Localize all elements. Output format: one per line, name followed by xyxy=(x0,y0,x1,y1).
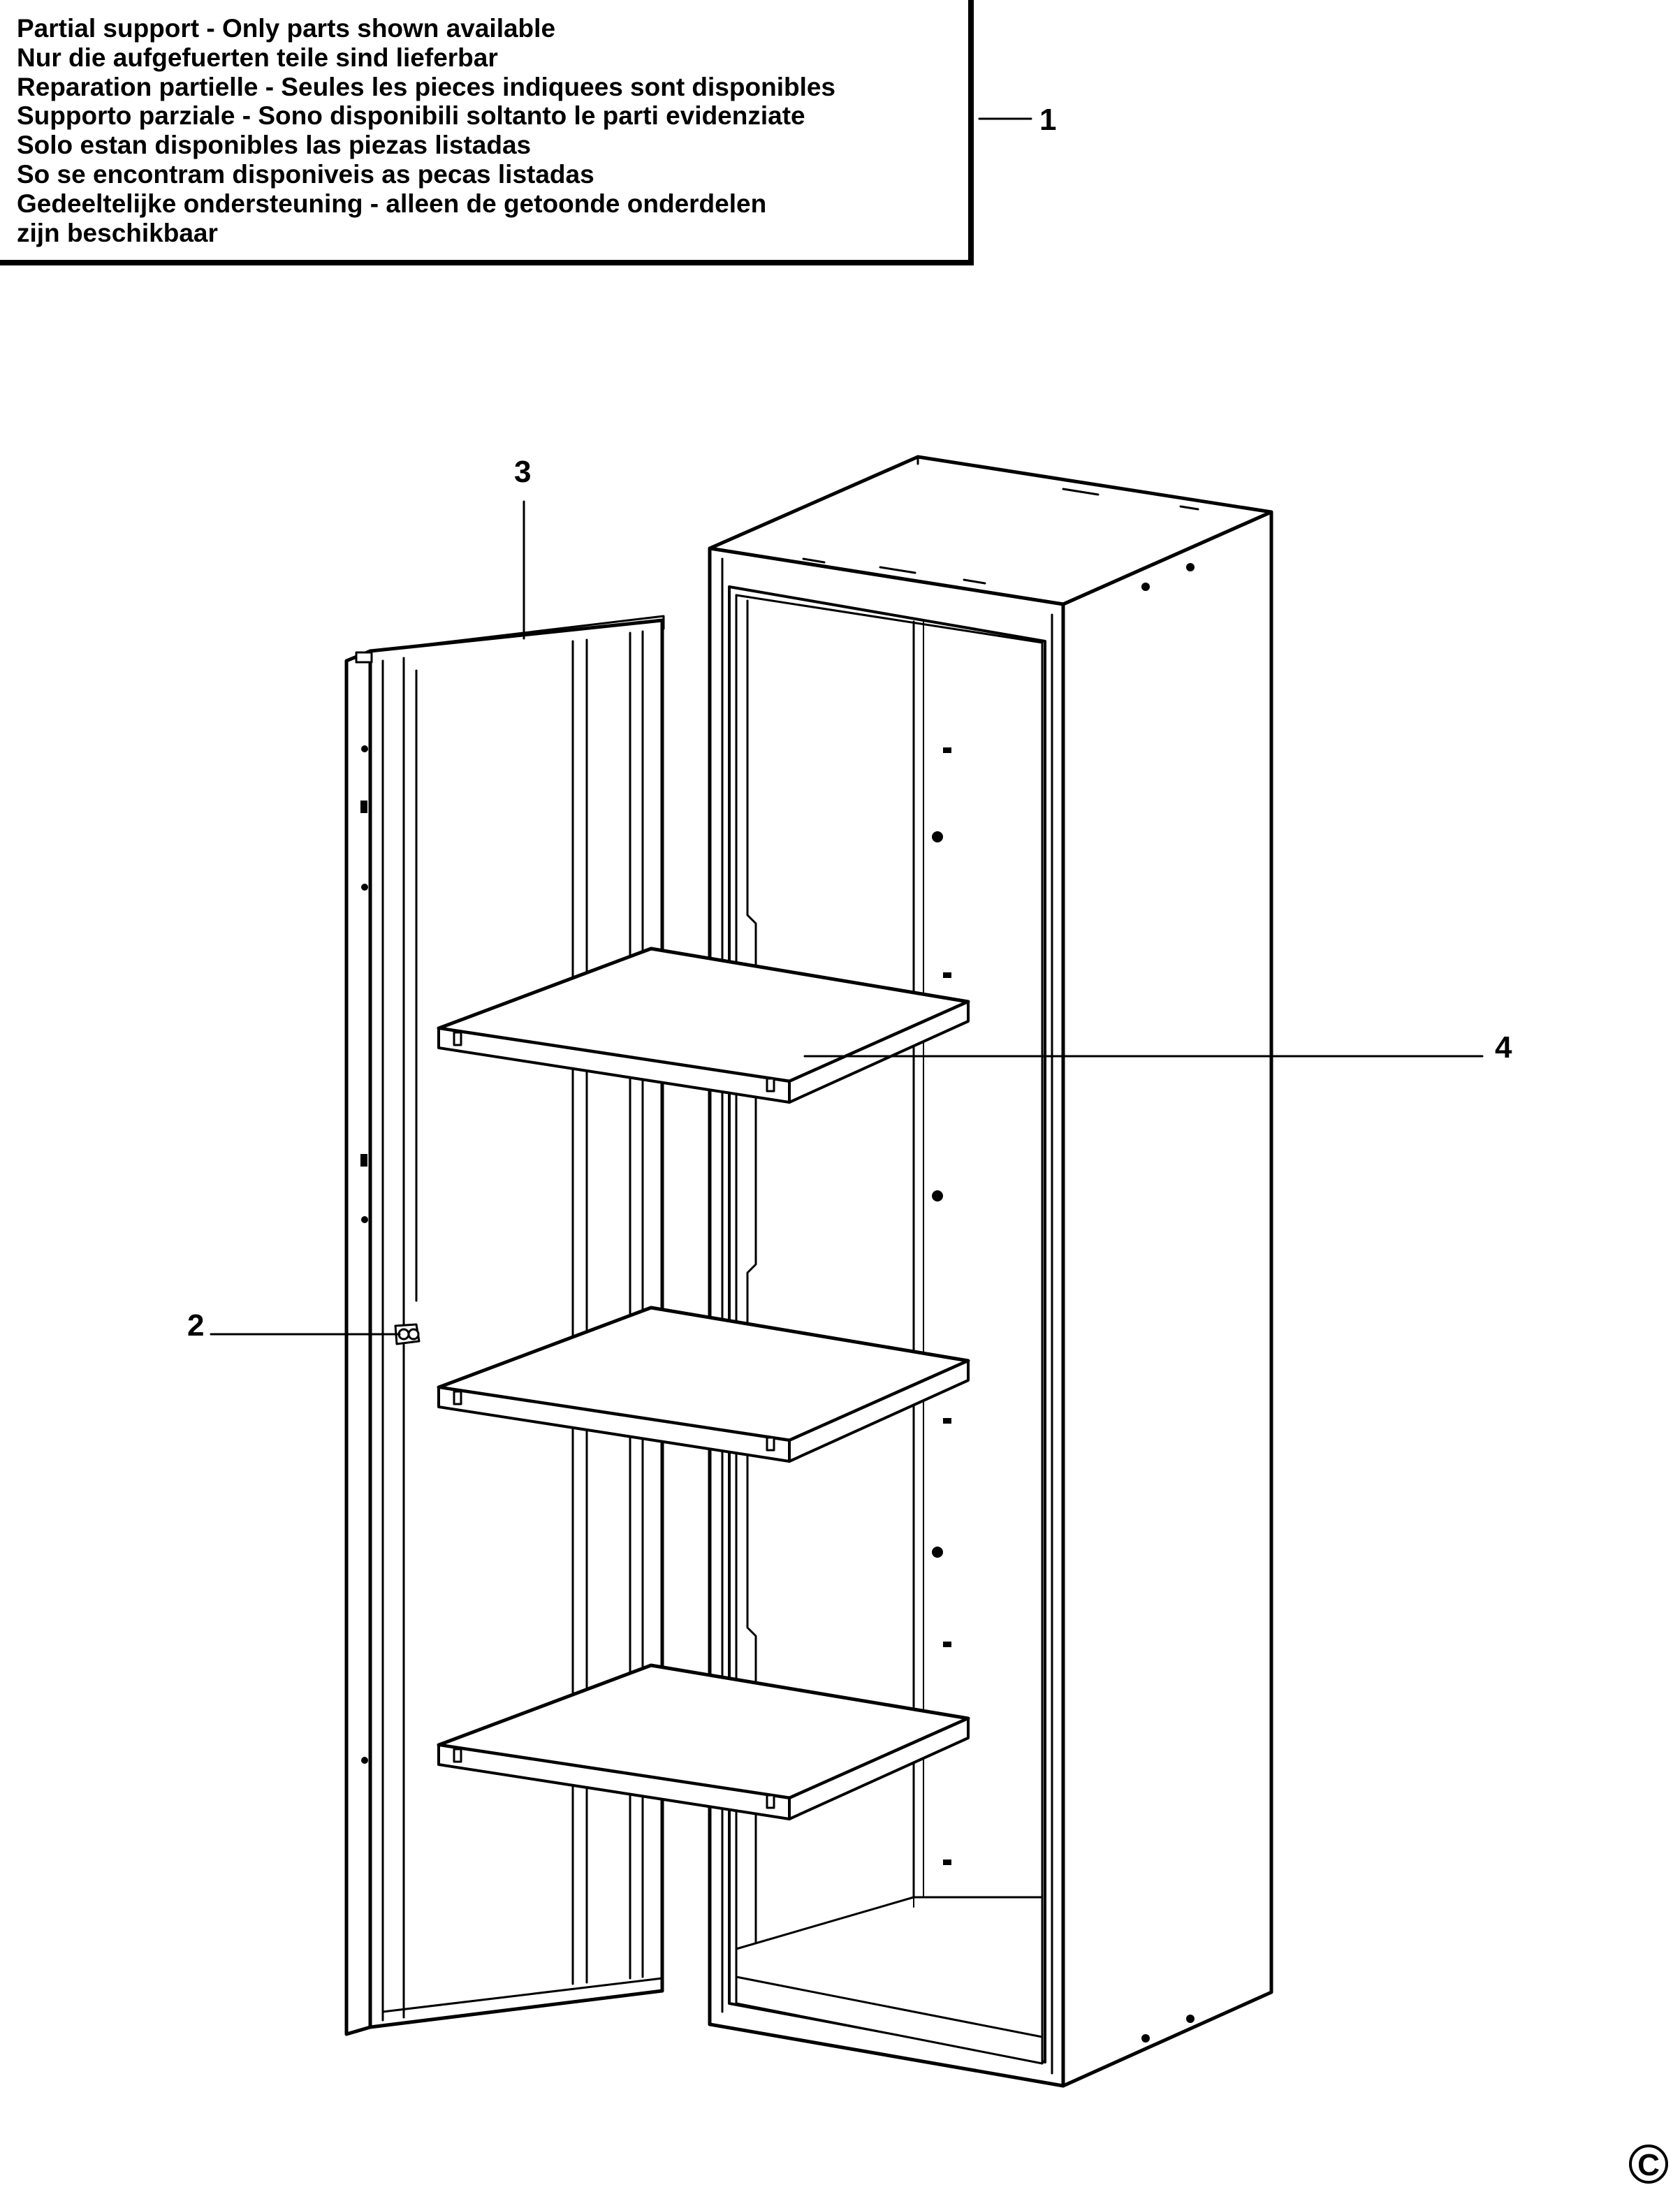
side-panel-holes xyxy=(1141,563,1195,2043)
door-top-edge xyxy=(381,615,665,651)
copyright-letter: C xyxy=(1637,2148,1660,2182)
shelf-bottom xyxy=(437,1663,970,1820)
door-fastener-marks xyxy=(360,745,368,1764)
notice-line: Solo estan disponibles las piezas listad… xyxy=(17,131,532,160)
door-bottom-rim xyxy=(381,1977,664,2013)
notice-line: Partial support - Only parts shown avail… xyxy=(17,14,556,43)
callout-3: 3 xyxy=(514,455,531,489)
notice-line: Reparation partielle - Seules les pieces… xyxy=(17,72,836,101)
notice-line: zijn beschikbaar xyxy=(17,218,218,247)
notice-line: Gedeeltelijke ondersteuning - alleen de … xyxy=(17,189,767,218)
notice-line: Nur die aufgefuerten teile sind lieferba… xyxy=(17,43,498,72)
cabinet-body xyxy=(708,455,1273,2088)
notice-box: Partial support - Only parts shown avail… xyxy=(0,0,974,265)
callout-4: 4 xyxy=(1495,1030,1512,1065)
shelf-top xyxy=(437,947,970,1104)
leader-lines xyxy=(210,117,1484,1336)
shelf-middle xyxy=(437,1306,970,1463)
left-shelf-rail xyxy=(746,599,757,1943)
notice-line: So se encontram disponiveis as pecas lis… xyxy=(17,159,594,189)
callout-2: 2 xyxy=(187,1308,204,1343)
callout-1: 1 xyxy=(1039,103,1056,137)
floor-lip xyxy=(735,1975,1044,2038)
notice-line: Supporto parziale - Sono disponibili sol… xyxy=(17,101,805,131)
door-hinge-edge xyxy=(344,649,372,2036)
notice-lines: Partial support - Only parts shown avail… xyxy=(17,14,835,247)
cabinet-side-panel xyxy=(1061,510,1273,2088)
cabinet-top-slots xyxy=(802,488,1199,585)
door-top-hinge xyxy=(355,651,373,664)
copyright-mark: C xyxy=(1629,2145,1668,2184)
back-panel-holes xyxy=(932,747,951,1865)
